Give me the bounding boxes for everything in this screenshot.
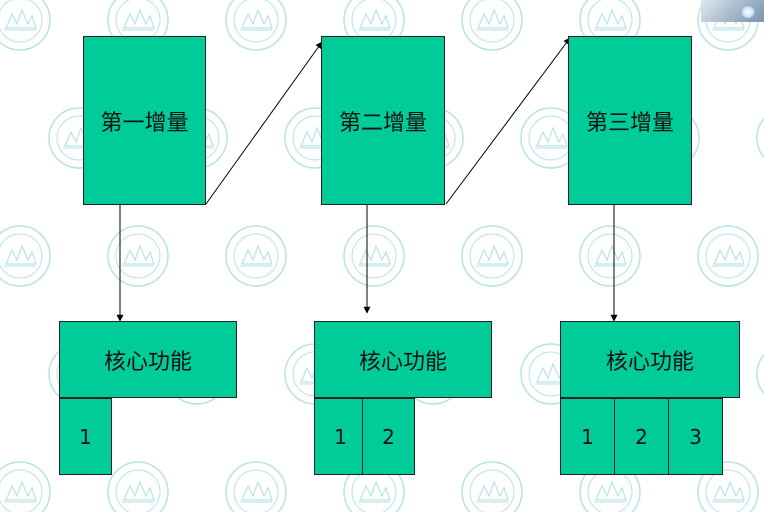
part-box: 1 (560, 398, 615, 475)
part-number: 2 (382, 425, 395, 449)
part-number: 1 (334, 424, 347, 449)
corner-thumbnail (701, 0, 764, 22)
core-function-box-2: 核心功能 (314, 321, 492, 398)
increment-box-3: 第三增量 (568, 36, 692, 205)
increment-box-2: 第二增量 (321, 36, 445, 205)
increment-box-1: 第一增量 (83, 36, 206, 205)
glow-icon (741, 6, 755, 18)
part-number: 1 (79, 424, 92, 449)
arrow-increment1-to-increment2 (205, 41, 323, 205)
core-function-label: 核心功能 (605, 349, 694, 375)
part-box: 1 (314, 398, 367, 475)
core-function-label: 核心功能 (358, 349, 447, 375)
arrow-increment2-to-increment3 (445, 37, 571, 205)
part-number: 1 (581, 424, 594, 449)
part-box: 3 (668, 398, 723, 475)
part-number: 2 (635, 425, 648, 449)
part-box: 2 (362, 398, 415, 475)
part-box: 2 (614, 398, 669, 475)
core-function-box-3: 核心功能 (560, 321, 740, 398)
increment-label: 第一增量 (100, 110, 189, 136)
part-box: 1 (59, 398, 112, 475)
core-function-box-1: 核心功能 (59, 321, 237, 398)
increment-label: 第二增量 (338, 110, 427, 136)
core-function-label: 核心功能 (103, 349, 192, 375)
part-number: 3 (689, 425, 702, 449)
increment-label: 第三增量 (585, 110, 674, 136)
